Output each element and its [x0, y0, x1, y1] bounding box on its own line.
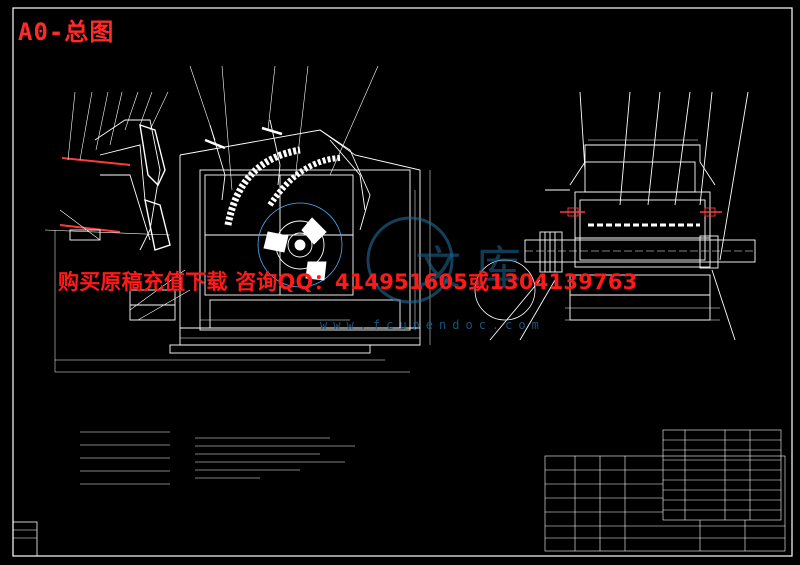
binding-margin-box — [12, 521, 38, 557]
apron-detail — [44, 119, 171, 251]
watermark-url: www.fcunendoc.com — [320, 318, 545, 332]
leader-lines — [67, 65, 379, 321]
watermark-text: 文库 — [415, 241, 535, 295]
watermark-ring — [366, 216, 454, 304]
title-block — [544, 429, 786, 552]
promo-overlay-text: 购买原稿充值下载 咨询QQ：414951605或1304139763 — [58, 270, 638, 294]
flywheel-circle — [474, 259, 536, 321]
sheet-size-label: A0-总图 — [18, 18, 115, 46]
parameter-table — [80, 431, 355, 485]
side-view — [489, 91, 756, 341]
drawing-frame — [12, 7, 793, 557]
front-view — [54, 119, 431, 373]
